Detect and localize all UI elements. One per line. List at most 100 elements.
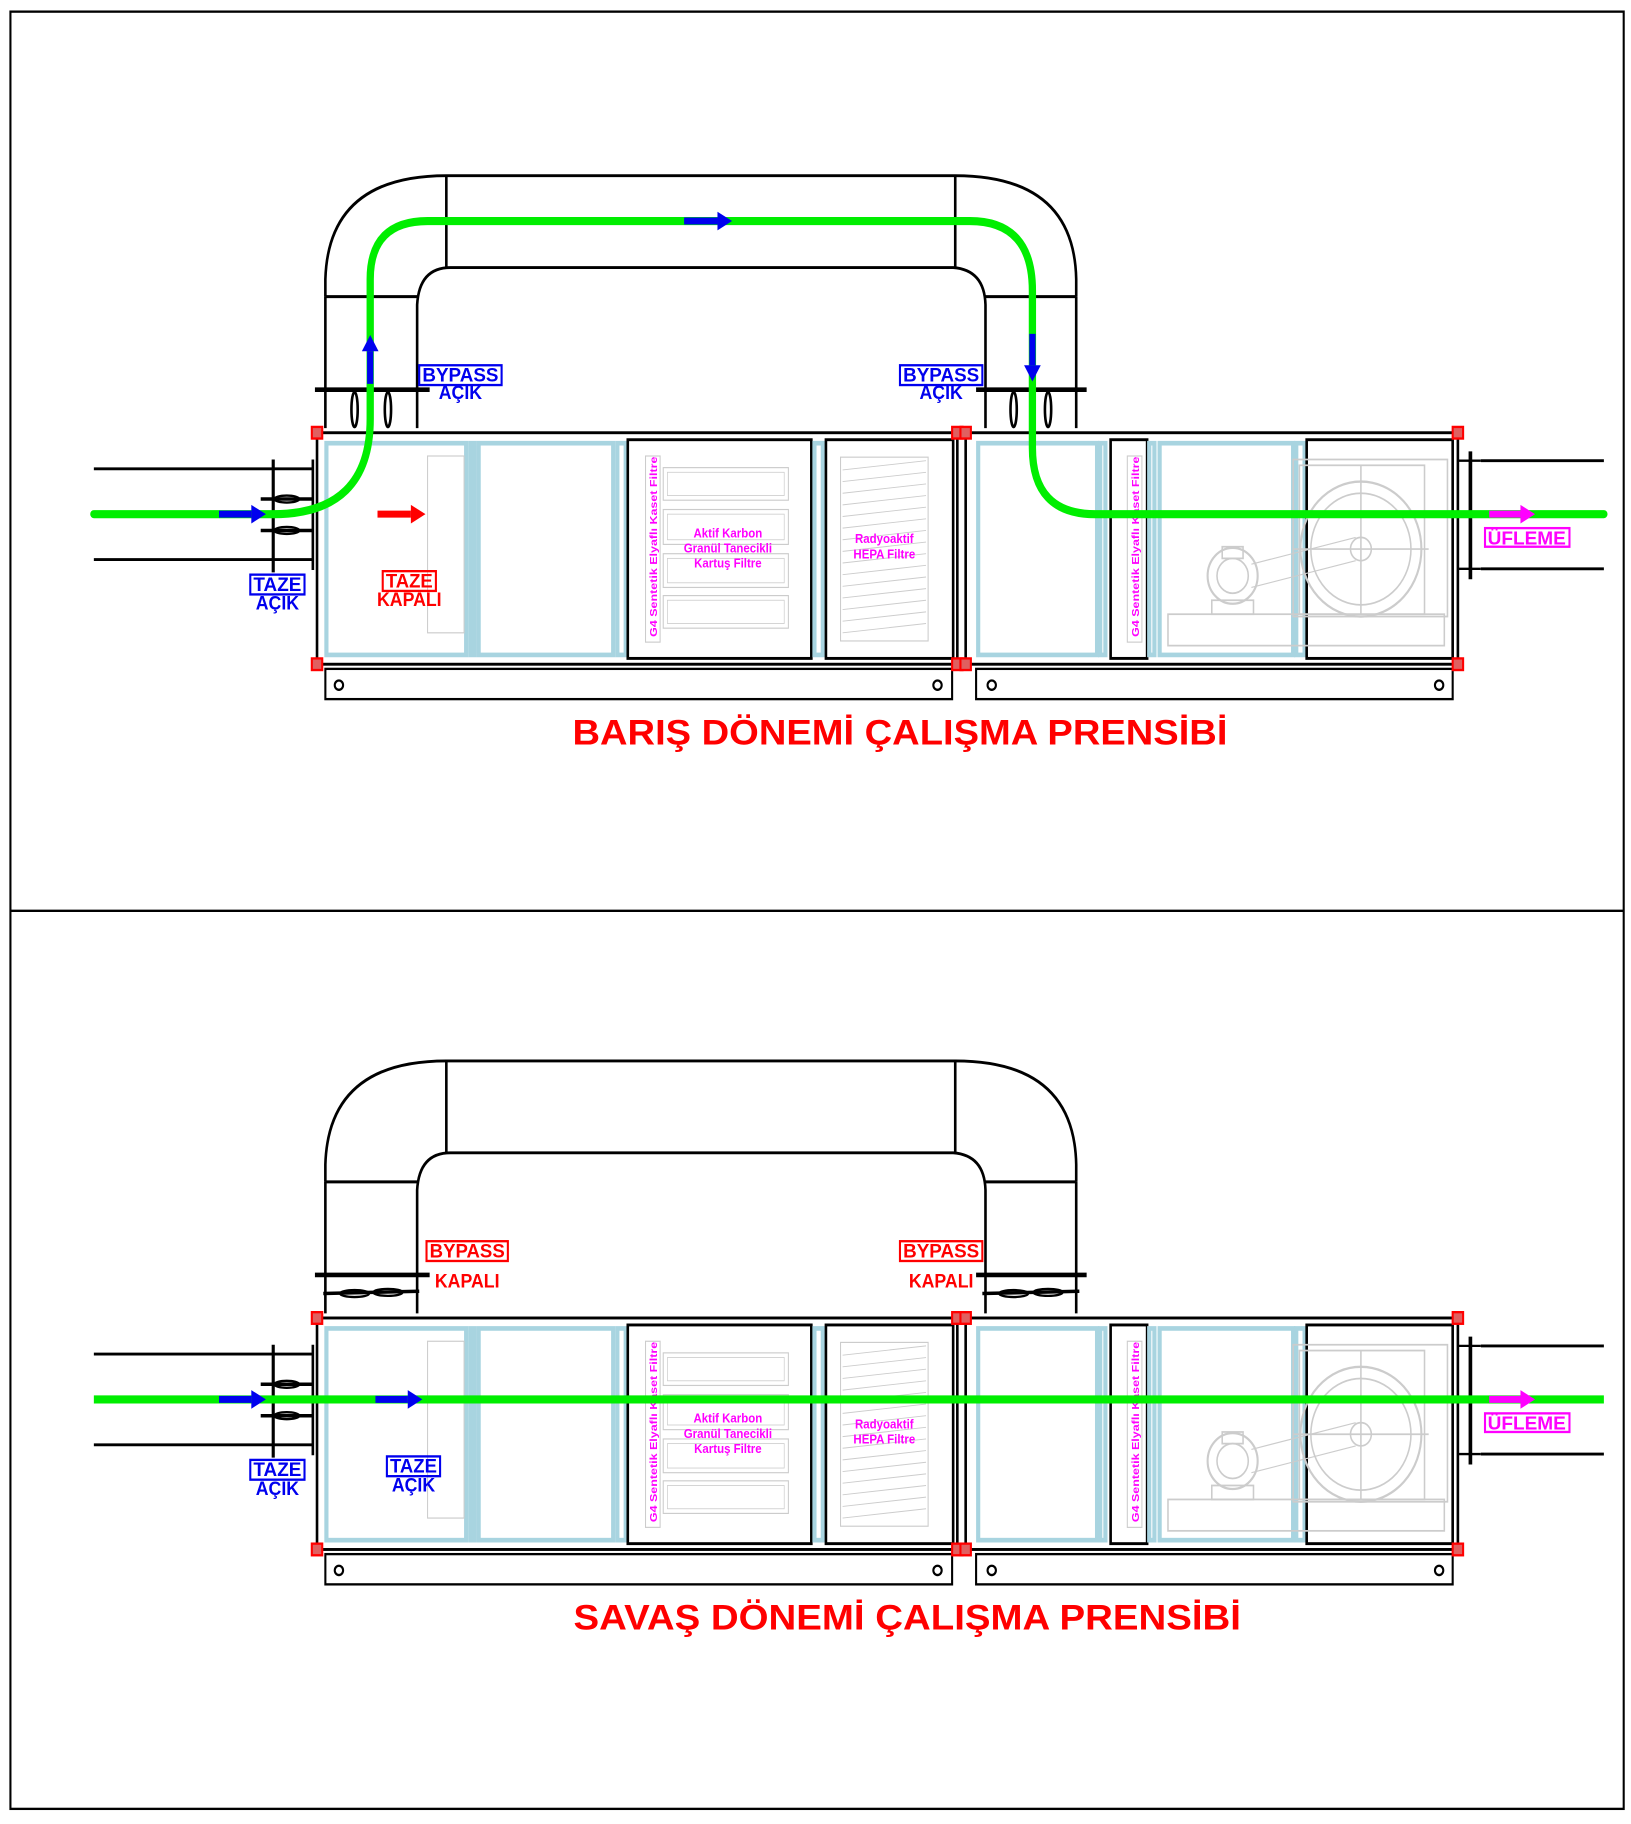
label-name: TAZE [390,1455,437,1477]
fan-base [1167,1498,1446,1532]
belt [1251,1422,1356,1450]
bolt-icon [1433,679,1445,691]
arrow-head [1520,504,1536,524]
unit-base [975,667,1454,701]
supply-outlet-duct [1457,1336,1604,1465]
carbon-filter-label: Kartuş Filtre [694,1441,762,1456]
carbon-section [626,438,813,660]
fan-housing-inner [1298,464,1426,616]
carbon-cartridge-inner [667,513,785,541]
corner-marker [310,1311,324,1325]
motor-body [1216,1442,1250,1480]
frame-strip [1098,1326,1108,1543]
damper-blade-closed [1032,1287,1064,1298]
motor-feet [1210,1484,1255,1501]
damper-blade-closed [997,1288,1030,1299]
label-box [425,1240,509,1263]
label-box [385,1455,442,1478]
carbon-cartridge-inner [667,471,785,496]
panel-title: SAVAŞ DÖNEMİ ÇALIŞMA PRENSİBİ [574,1599,1241,1638]
empty-section-frame [476,1326,616,1543]
left-bypass-damper [323,1287,420,1299]
flow-arrow-up [361,335,379,384]
bypass-duct [314,174,1087,429]
mixing-damper [427,1340,465,1519]
g4-filter [644,455,661,643]
hepa-pleat [842,1450,927,1461]
hepa-filter [840,456,929,642]
fan-housing-inner [1298,1349,1426,1501]
carbon-cartridge [662,1394,789,1431]
supply-label: ÜFLEME [1483,1412,1571,1434]
motor-body [1206,1431,1259,1491]
section-frame [976,440,1100,658]
label-name: BYPASS [903,1240,979,1262]
fan-unit: G4 Sentetik Elyaflı Kaset Filtre [959,425,1465,701]
unit-base [324,1552,954,1586]
hepa-filter-label: HEPA Filtre [853,1432,915,1447]
frame-strip [468,1326,477,1543]
hepa-pleat [842,1357,927,1368]
flow-arrow [218,1390,266,1409]
fan-unit: G4 Sentetik Elyaflı Kaset Filtre [959,1311,1465,1586]
frame-strip [468,440,477,658]
corner-marker [1451,1542,1465,1557]
mixing-damper [427,455,465,634]
hepa-pleat [842,1345,927,1356]
hepa-pleat [842,1368,927,1379]
hepa-pleat [842,541,927,552]
label-name: BYPASS [422,364,498,386]
hepa-pleat [842,483,927,494]
label-name: TAZE [386,570,433,592]
damper-blade [273,1411,301,1421]
supply-text: ÜFLEME [1488,528,1566,549]
hepa-pleat [842,1380,927,1391]
motor-icon [1206,1422,1356,1501]
motor-terminal [1221,545,1244,560]
hepa-pleat [842,506,927,517]
carbon-cartridge-inner [667,1443,785,1469]
airflow-line [90,216,1608,519]
hepa-pleat [842,576,927,587]
hepa-pleat [842,1461,927,1472]
corner-marker [959,425,972,440]
hepa-pleat [842,1415,927,1426]
carbon-filter-label: Kartuş Filtre [694,556,762,571]
damper-blade-open [1043,390,1053,429]
label-box [418,364,503,387]
carbon-filter-label: Granül Tanecikli [684,1426,772,1441]
supply-arrow [1489,504,1536,524]
label-name: BYPASS [903,364,979,386]
label-box [898,1240,984,1263]
carbon-section [626,1323,813,1546]
label-box [1483,1412,1571,1434]
carbon-cartridge-inner [667,1357,785,1382]
damper-blade [273,525,301,536]
hepa-pleat [842,599,927,611]
damper-blade [273,1379,301,1389]
label-state: AÇIK [392,1473,436,1495]
damper-blade-closed [323,1289,420,1296]
corner-marker [959,657,972,672]
carbon-cartridge [662,1480,789,1514]
hepa-pleat [842,460,927,471]
duct-outer [324,174,1078,297]
motor-body [1206,546,1259,605]
hepa-pleat [842,1438,927,1449]
fan-base [1167,613,1446,647]
flow-arrow [375,1390,423,1409]
g4-filter [644,1340,661,1528]
arrow-head [251,1390,266,1409]
label-box [898,364,984,387]
hepa-section [824,438,955,660]
unit-casing [315,1316,959,1551]
